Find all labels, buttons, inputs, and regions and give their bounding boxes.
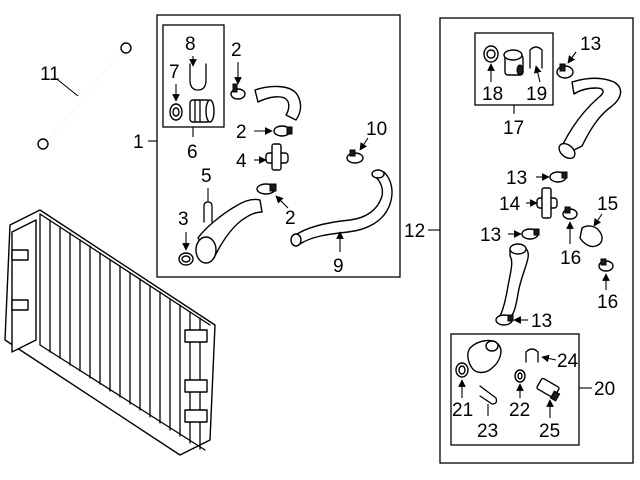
part-16-clamp-a <box>562 206 578 220</box>
part-6-fitting <box>189 99 215 123</box>
part-13-clamp-c <box>521 228 540 240</box>
part-4-tee <box>265 143 289 171</box>
callout-22: 22 <box>509 400 530 421</box>
callout-15: 15 <box>597 194 618 215</box>
assembly-box-1 <box>156 14 401 278</box>
callout-13a: 13 <box>580 34 601 55</box>
callout-18: 18 <box>482 84 503 105</box>
assembly-box-20 <box>450 333 580 446</box>
callout-23: 23 <box>477 421 498 442</box>
callout-6: 6 <box>187 142 198 163</box>
callout-13d: 13 <box>531 311 552 332</box>
callout-3: 3 <box>178 209 189 230</box>
callout-7: 7 <box>169 62 180 83</box>
callout-16a: 16 <box>560 248 581 269</box>
callout-14: 14 <box>499 194 521 215</box>
callout-2a: 2 <box>231 40 242 61</box>
callout-16b: 16 <box>597 292 618 313</box>
part-20-fitting <box>467 339 502 374</box>
callout-10: 10 <box>366 119 387 140</box>
callout-1: 1 <box>133 132 144 153</box>
part-2-clamp <box>230 83 246 100</box>
callout-19: 19 <box>526 84 547 105</box>
part-11-hose <box>37 42 132 150</box>
callout-4: 4 <box>236 151 247 172</box>
callout-12: 12 <box>404 221 425 242</box>
part-13-clamp-d <box>495 314 514 326</box>
callout-24: 24 <box>557 351 579 372</box>
part-16-clamp-b <box>598 258 614 272</box>
callout-21: 21 <box>452 400 473 421</box>
callout-2b: 2 <box>236 122 247 143</box>
radiator <box>4 209 216 456</box>
callout-25: 25 <box>539 421 560 442</box>
callout-8: 8 <box>185 34 196 55</box>
part-13-clamp-b <box>549 171 568 183</box>
part-25-sensor <box>536 377 561 402</box>
part-14-tee <box>536 187 558 219</box>
callout-20: 20 <box>594 379 615 400</box>
part-13-clamp-a <box>556 63 574 79</box>
callout-2c: 2 <box>285 208 296 229</box>
callout-17: 17 <box>503 118 524 139</box>
part-17-fitting <box>503 49 524 76</box>
part-2-clamp-c <box>256 183 277 195</box>
callout-13c: 13 <box>480 225 501 246</box>
callout-13b: 13 <box>506 168 527 189</box>
callout-5: 5 <box>201 166 212 187</box>
part-9-hose <box>290 169 393 247</box>
part-10-clamp <box>346 149 364 164</box>
assembly-box-12 <box>439 17 634 464</box>
callout-9: 9 <box>333 256 344 277</box>
part-2-clamp-b <box>273 125 293 137</box>
callout-11: 11 <box>40 64 60 85</box>
